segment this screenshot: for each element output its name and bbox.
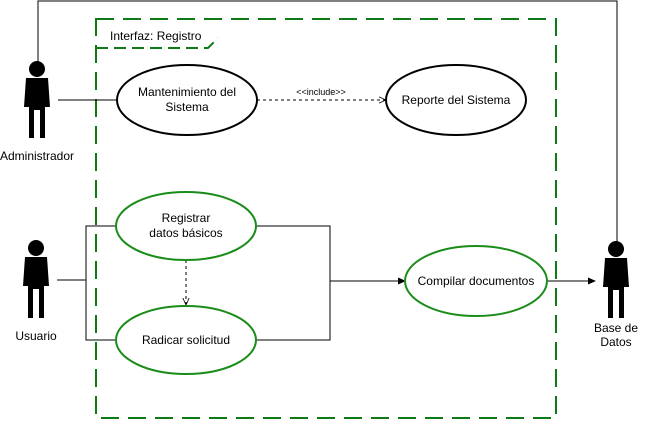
use-case-registrar: Registrar datos básicos (115, 191, 257, 261)
boundary-title-tab (96, 37, 219, 49)
system-boundary (95, 18, 557, 419)
use-case-compilar: Compilar documentos (404, 245, 548, 317)
registrar-to-compilar-line (256, 225, 331, 341)
actor-usuario-label: Usuario (15, 329, 57, 343)
actor-usuario: Usuario (15, 240, 57, 343)
actor-base-de-datos-label-line2: Datos (600, 335, 631, 349)
include-label: <<include>> (296, 87, 346, 97)
actor-base-de-datos-label-line1: Base de (594, 321, 638, 335)
use-case-registrar-line2: datos básicos (149, 226, 222, 240)
use-case-mantenimiento: Mantenimiento del Sistema (116, 64, 258, 136)
person-icon (603, 241, 629, 318)
use-case-reporte: Reporte del Sistema (385, 64, 527, 136)
use-case-compilar-label: Compilar documentos (418, 274, 535, 288)
person-icon (24, 61, 50, 138)
person-icon (23, 240, 49, 318)
use-case-radicar-label: Radicar solicitud (142, 333, 230, 347)
actor-administrador-label: Administrador (0, 149, 74, 163)
usuario-to-radicar-line (85, 280, 116, 341)
use-case-radicar: Radicar solicitud (115, 305, 257, 375)
use-case-mantenimiento-line2: Sistema (165, 100, 209, 114)
actor-administrador: Administrador (0, 61, 74, 163)
usuario-to-registrar-line (57, 225, 116, 281)
actor-base-de-datos: Base de Datos (594, 241, 638, 349)
use-case-mantenimiento-line1: Mantenimiento del (138, 85, 236, 99)
boundary-title: Interfaz: Registro (110, 29, 202, 43)
use-case-reporte-label: Reporte del Sistema (402, 93, 511, 107)
admin-to-database-connector (37, 0, 618, 245)
use-case-registrar-line1: Registrar (162, 211, 211, 225)
